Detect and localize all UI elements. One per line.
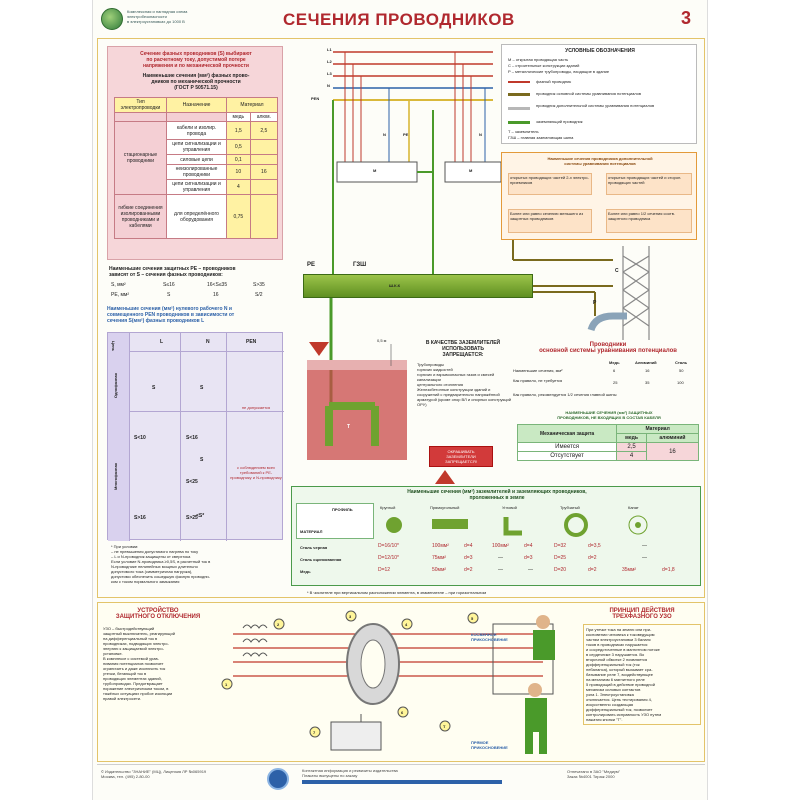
- intro-text: Сечение фазных проводников (S) выбирают …: [140, 51, 252, 69]
- earth-table-footnote: * В числителе при вертикальном расположе…: [307, 590, 487, 595]
- page-title: СЕЧЕНИЯ ПРОВОДНИКОВ: [283, 10, 515, 29]
- main-earth-bus: [303, 274, 533, 298]
- consumer-box-1: [336, 161, 418, 183]
- footer: © Издательство "ЗНАНИЕ" (МЦ), Лицензия Л…: [97, 764, 705, 796]
- arrow-up-icon: [435, 470, 455, 484]
- relay-icon: [330, 721, 382, 751]
- three-phase-rcd-title: ПРИНЦИП ДЕЙСТВИЯ ТРЕХФАЗНОГО УЗО: [609, 608, 675, 620]
- label-pen: PEN: [311, 96, 320, 101]
- gsh-label: ГЗШ: [353, 262, 367, 268]
- org-name: Комплексная и наглядная схема электробез…: [127, 9, 188, 24]
- direct-contact-label: ПРЯМОЕ ПРИКОСНОВЕНИЕ: [471, 740, 508, 750]
- coil-icons: [242, 624, 268, 657]
- notes: * При условии: – не превышения допустимо…: [111, 544, 211, 584]
- rcd-section: [97, 602, 705, 762]
- potential-conductors-table: Медь Алюминий Сталь Наименьшие сечения, …: [513, 360, 688, 397]
- pe-rule: Наименьшие сечения защитных PE – проводн…: [109, 266, 265, 298]
- t-label: T: [347, 424, 351, 430]
- legend: УСЛОВНЫЕ ОБОЗНАЧЕНИЯ М – открытая провод…: [501, 44, 697, 144]
- rcd-description: УЗО – быстродействующий защитный выключа…: [103, 626, 175, 701]
- phase-section-panel: Сечение фазных проводников (S) выбирают …: [107, 46, 283, 260]
- structure-icon: [622, 246, 650, 340]
- sheet-number: 3: [680, 8, 691, 28]
- phase-section-table: Тип электропроводки Назначение Материал …: [114, 97, 279, 239]
- motor-2-label: M: [469, 168, 473, 173]
- profile-icons: [386, 513, 648, 537]
- legend-title: УСЛОВНЫЕ ОБОЗНАЧЕНИЯ: [565, 48, 635, 54]
- worker-icons: [525, 615, 555, 754]
- poster: Комплексная и наглядная схема электробез…: [92, 0, 708, 800]
- c-label: C: [615, 268, 619, 274]
- table-title: Наименьшие сечения (мм²) фазных прово- д…: [142, 73, 250, 91]
- three-phase-rcd-description: При утечке тока на землю или при- коснов…: [583, 624, 701, 725]
- pe-label: PE: [307, 262, 316, 268]
- label-l2: L2: [327, 59, 332, 64]
- n-pen-table: Цепь Однофазная Многофазная L N PEN S S …: [107, 332, 284, 541]
- extra-potential-box: Наименьшие сечения проводников дополните…: [501, 152, 697, 240]
- p-label: P: [593, 300, 597, 306]
- label-n: N: [327, 83, 330, 88]
- pe-cable-table: Механическая защита Материал медь алюмин…: [516, 424, 700, 461]
- label-l1: L1: [327, 47, 332, 52]
- motor-1-label: M: [373, 168, 377, 173]
- pipe-icon: [587, 312, 627, 332]
- header: Комплексная и наглядная схема электробез…: [93, 0, 707, 40]
- potential-conductors-title: Проводники основной системы уравнивания …: [539, 342, 677, 354]
- prohibited-block: В КАЧЕСТВЕ ЗАЗЕМЛИТЕЛЕЙ ИСПОЛЬЗОВАТЬ ЗАП…: [413, 340, 513, 480]
- phase-lines: [332, 51, 493, 274]
- rcd-title: УСТРОЙСТВО ЗАЩИТНОГО ОТКЛЮЧЕНИЯ: [115, 608, 201, 620]
- wiring-diagram: [307, 51, 650, 484]
- pe-cable-title: НАИМЕНЬШИЕ СЕЧЕНИЯ (мм²) ЗАЩИТНЫХ ПРОВОД…: [557, 410, 661, 420]
- earth-electrode-icon: [325, 402, 379, 446]
- n-table-title: Наименьшие сечения (мм²) нулевого рабоче…: [107, 306, 235, 324]
- emblem-icon: [101, 8, 123, 30]
- arrow-down-icon: [309, 342, 329, 356]
- paint-prohibited-badge: ОКРАШИВАТЬ ЗАЗЕМЛИТЕЛИ ЗАПРЕЩАЕТСЯ!: [429, 446, 493, 467]
- rcd-diagram: [221, 610, 554, 751]
- main-frame: [97, 38, 705, 598]
- publisher-logo-icon: [267, 768, 289, 790]
- earth-conductor-table: Наименьшие сечения (мм²) заземлителей и …: [291, 486, 701, 586]
- consumer-box-2: [444, 161, 502, 183]
- label-l3: L3: [327, 71, 332, 76]
- indirect-contact-label: КОСВЕННОЕ ПРИКОСНОВЕНИЕ: [471, 632, 508, 642]
